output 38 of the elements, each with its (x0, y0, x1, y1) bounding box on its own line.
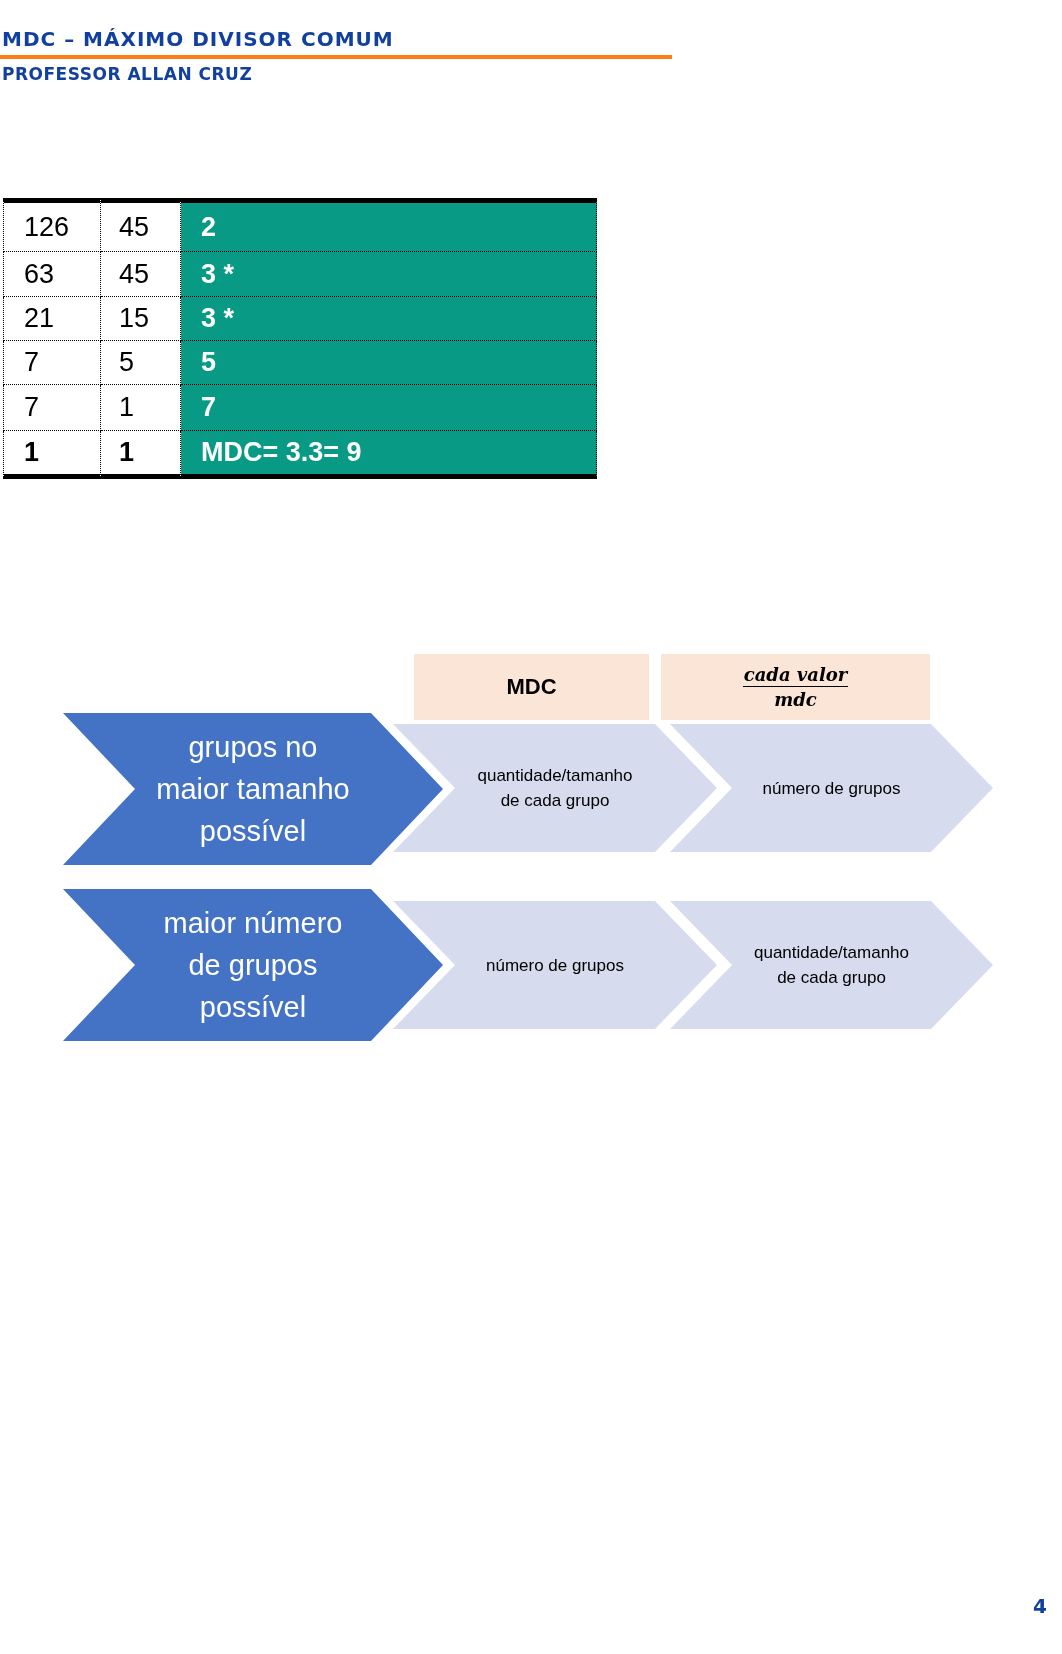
chevron-step (393, 724, 717, 852)
step-label: quantidade/tamanho de cada grupo (753, 942, 910, 989)
header-text: MDC (506, 674, 557, 700)
result-cell: 3 * (181, 252, 597, 297)
table-cell: 7 (3, 341, 101, 385)
result-cell: 5 (181, 341, 597, 385)
chevron-step (670, 724, 993, 852)
table-cell: 21 (3, 297, 101, 341)
result-cell: MDC= 3.3= 9 (181, 431, 597, 479)
table-cell: 45 (101, 198, 181, 252)
step-label: grupos no maior tamanho possível (155, 730, 351, 849)
result-cell: 2 (181, 198, 597, 252)
table-cell: 7 (3, 385, 101, 431)
page-number: 4 (1033, 1594, 1047, 1618)
table-cell: 1 (101, 431, 181, 479)
column-header (414, 654, 649, 720)
step-label: número de grupos (486, 954, 624, 977)
step-label: quantidade/tamanho de cada grupo (476, 765, 634, 812)
table-cell: 126 (3, 198, 101, 252)
page-title: MDC – MÁXIMO DIVISOR COMUM (2, 27, 394, 51)
column-header (661, 654, 930, 720)
chevron-step (63, 713, 443, 865)
table-cell: 45 (101, 252, 181, 297)
chevron-step (393, 901, 717, 1029)
subtitle: PROFESSOR ALLAN CRUZ (2, 64, 253, 84)
step-label: número de grupos (762, 777, 901, 800)
chevron-step (670, 901, 993, 1029)
result-cell: 3 * (181, 297, 597, 341)
table-cell: 63 (3, 252, 101, 297)
table-cell: 5 (101, 341, 181, 385)
step-label: maior número de grupos possível (162, 906, 344, 1025)
chevron-step (63, 889, 443, 1041)
table-cell: 1 (3, 431, 101, 479)
table-cell: 15 (101, 297, 181, 341)
result-cell: 7 (181, 385, 597, 431)
fraction-denominator: mdc (773, 688, 818, 711)
table-cell: 1 (101, 385, 181, 431)
fraction-numerator: cada valor (742, 663, 849, 687)
